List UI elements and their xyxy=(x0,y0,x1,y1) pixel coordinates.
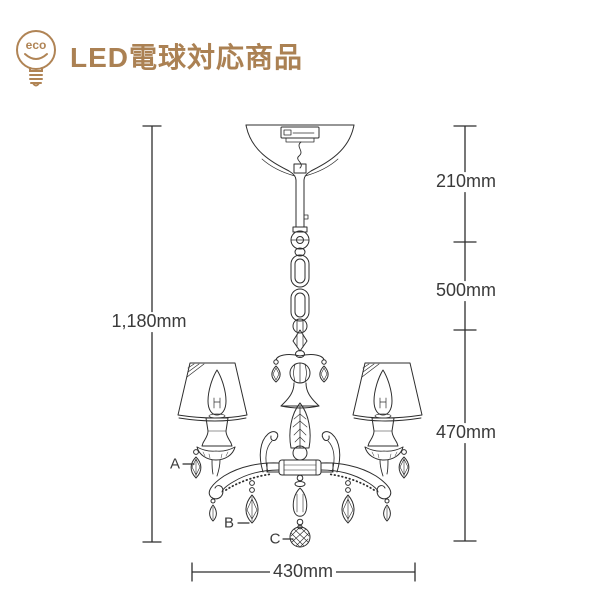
ceiling-canopy xyxy=(245,124,355,181)
dimension-total-height: 1,180mm xyxy=(108,311,190,332)
dimension-body-section: 470mm xyxy=(432,422,500,443)
part-label-a: A xyxy=(168,455,182,473)
arm-right xyxy=(320,430,392,524)
chain xyxy=(290,254,310,334)
eco-label: eco xyxy=(26,38,47,52)
arm-left xyxy=(208,430,280,524)
dimension-canopy-section: 210mm xyxy=(432,171,500,192)
header: eco LED電球対応商品 xyxy=(12,24,303,92)
crystal-ball xyxy=(289,526,311,548)
lamp-left xyxy=(177,362,248,479)
hanging-rod xyxy=(290,179,310,257)
shade-hatch-left xyxy=(186,363,205,378)
page-title: LED電球対応商品 xyxy=(70,42,304,73)
eco-bulb-icon: eco xyxy=(16,30,56,87)
chandelier-body xyxy=(266,329,334,530)
segment-dimension-line xyxy=(453,125,477,542)
lamp-right xyxy=(352,362,423,479)
shade-hatch-right xyxy=(361,363,380,378)
total-height-dimension-line xyxy=(142,125,162,543)
part-label-b: B xyxy=(222,514,236,532)
dimension-chain-section: 500mm xyxy=(432,280,500,301)
dimension-width: 430mm xyxy=(269,561,337,582)
part-label-c: C xyxy=(268,530,282,548)
